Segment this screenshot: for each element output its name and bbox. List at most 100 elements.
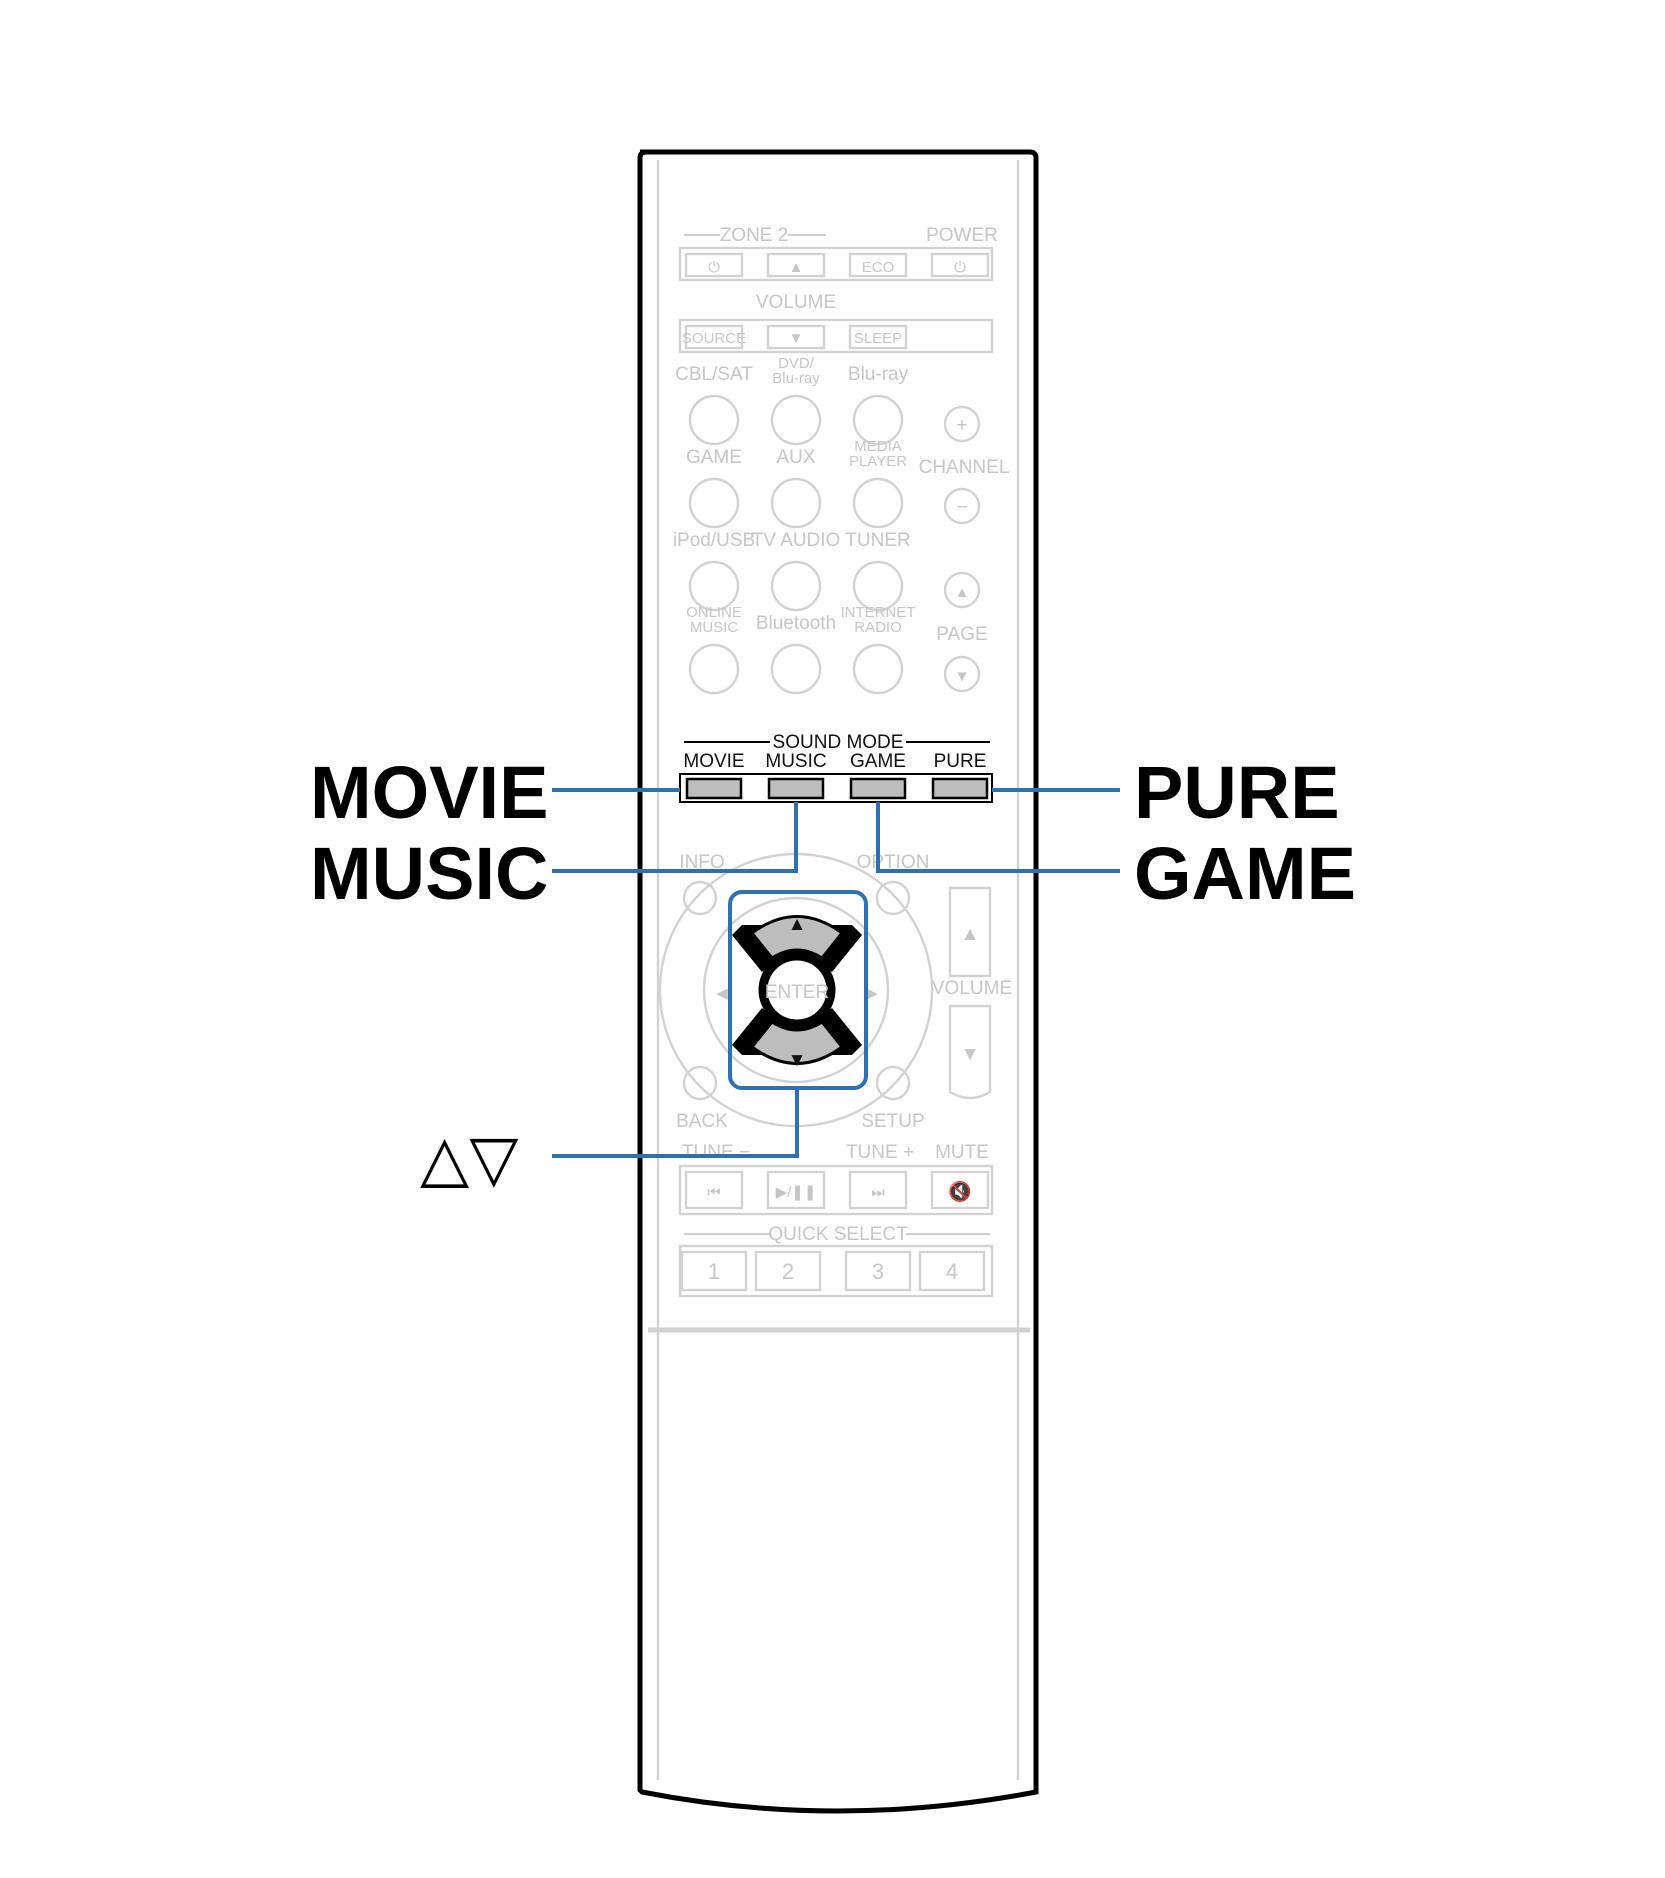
game-leader-line [876, 802, 1120, 873]
quick-select-label: QUICK SELECT [768, 1224, 908, 1245]
input-button-game[interactable] [688, 477, 740, 529]
remote-body [637, 149, 1039, 1814]
channel-plus-button[interactable] [943, 405, 981, 443]
input-button-internet-radio[interactable] [852, 643, 904, 695]
previous-button[interactable] [684, 1170, 744, 1210]
minus-icon: − [956, 497, 967, 518]
cursor-callout: △▽ [420, 1122, 519, 1196]
quick-select-number: 3 [872, 1259, 884, 1284]
play-pause-button[interactable] [766, 1170, 826, 1210]
pure-button[interactable] [931, 777, 989, 800]
input-button-tuner[interactable] [852, 560, 904, 612]
quick-select-number: 2 [782, 1259, 794, 1284]
mute-button[interactable] [930, 1170, 990, 1210]
input-label: TUNER [845, 530, 910, 551]
source-button[interactable] [684, 324, 744, 350]
sound-mode-label-movie: MOVIE [683, 751, 744, 772]
triangle-up-icon: ▲ [788, 914, 807, 935]
page-label: PAGE [936, 624, 987, 645]
cursor-leader-line [552, 1090, 799, 1158]
mute-label: MUTE [935, 1142, 989, 1163]
input-label-line: MEDIA [854, 438, 902, 455]
transport-row-frame [678, 1164, 994, 1216]
skip-back-icon: ⏮ [707, 1184, 721, 1201]
power-label: POWER [926, 225, 998, 246]
input-button-cbl-sat[interactable] [688, 394, 740, 446]
input-button-aux[interactable] [770, 477, 822, 529]
input-label-line: DVD/ [778, 355, 815, 372]
input-button-dvd-blu-ray[interactable] [770, 394, 822, 446]
volume-down-rocker[interactable] [948, 1004, 992, 1100]
music-leader-line [552, 802, 798, 873]
channel-label: CHANNEL [919, 457, 1010, 478]
zone2-row-frame [678, 246, 994, 282]
movie-callout: MOVIE [310, 751, 548, 834]
zone2-power-button[interactable] [684, 252, 744, 278]
volume-up-small-button[interactable] [766, 252, 826, 278]
input-label: AUX [776, 447, 815, 468]
tune-plus-label: TUNE + [846, 1142, 914, 1163]
input-label: GAME [686, 447, 742, 468]
input-label-line: ONLINE [686, 604, 742, 621]
eco-label: ECO [862, 259, 895, 276]
triangle-down-icon: ▼ [789, 330, 804, 347]
eco-button[interactable] [848, 252, 908, 278]
next-button[interactable] [848, 1170, 908, 1210]
volume-down-small-button[interactable] [766, 324, 826, 350]
triangle-down-icon: ▼ [961, 1044, 980, 1065]
sleep-button[interactable] [848, 324, 908, 350]
triangle-left-icon: ◀ [716, 985, 728, 1002]
cursor-up-button[interactable] [749, 915, 845, 960]
quick-select-frame [678, 1244, 994, 1298]
enter-button[interactable] [758, 951, 836, 1029]
back-button[interactable] [682, 1065, 718, 1101]
channel-minus-button[interactable] [943, 487, 981, 525]
enter-label: ENTER [765, 982, 829, 1003]
quick-select-1-button[interactable] [680, 1250, 748, 1292]
input-label-line: INTERNET [841, 604, 916, 621]
triangle-up-icon: ▲ [955, 584, 970, 601]
quick-select-3-button[interactable] [844, 1250, 912, 1292]
page-down-button[interactable] [943, 655, 981, 693]
pure-callout: PURE [1134, 751, 1340, 834]
sound-mode-label-game: GAME [850, 751, 906, 772]
game-button[interactable] [849, 777, 907, 800]
setup-label: SETUP [861, 1111, 924, 1132]
info-button[interactable] [682, 880, 718, 916]
power-icon: ⏻ [708, 259, 720, 276]
volume-up-rocker[interactable] [948, 886, 992, 978]
input-button-tv-audio[interactable] [770, 560, 822, 612]
input-label: Bluetooth [756, 613, 836, 634]
sound-mode-label-music: MUSIC [765, 751, 826, 772]
input-button-ipod-usb[interactable] [688, 560, 740, 612]
plus-icon: + [956, 415, 967, 436]
input-button-online-music[interactable] [688, 643, 740, 695]
power-icon: ⏻ [954, 259, 966, 276]
main-power-button[interactable] [930, 252, 990, 278]
option-label: OPTION [857, 852, 930, 873]
setup-button[interactable] [875, 1065, 911, 1101]
movie-button[interactable] [685, 777, 743, 800]
input-button-blu-ray[interactable] [852, 394, 904, 446]
cursor-pad[interactable]: ▲ ▼ ENTER [732, 914, 862, 1071]
cursor-down-button[interactable] [749, 1020, 845, 1065]
option-button[interactable] [875, 880, 911, 916]
sound-mode-label: SOUND MODE [773, 732, 904, 753]
quick-select-4-button[interactable] [918, 1250, 986, 1292]
quick-select-2-button[interactable] [754, 1250, 822, 1292]
play-pause-icon: ▶/❚❚ [776, 1184, 817, 1201]
source-label: SOURCE [682, 330, 746, 347]
triangle-up-icon: ▲ [789, 259, 804, 276]
zone2-label: ZONE 2 [720, 225, 789, 246]
triangle-up-icon: ▲ [961, 924, 980, 945]
input-button-media-player[interactable] [852, 477, 904, 529]
input-button-bluetooth[interactable] [770, 643, 822, 695]
sound-mode-label-pure: PURE [934, 751, 987, 772]
page-up-button[interactable] [943, 571, 981, 609]
volume-top-label: VOLUME [756, 292, 836, 313]
music-button[interactable] [767, 777, 825, 800]
input-label-line: RADIO [854, 619, 902, 636]
back-label: BACK [676, 1111, 728, 1132]
